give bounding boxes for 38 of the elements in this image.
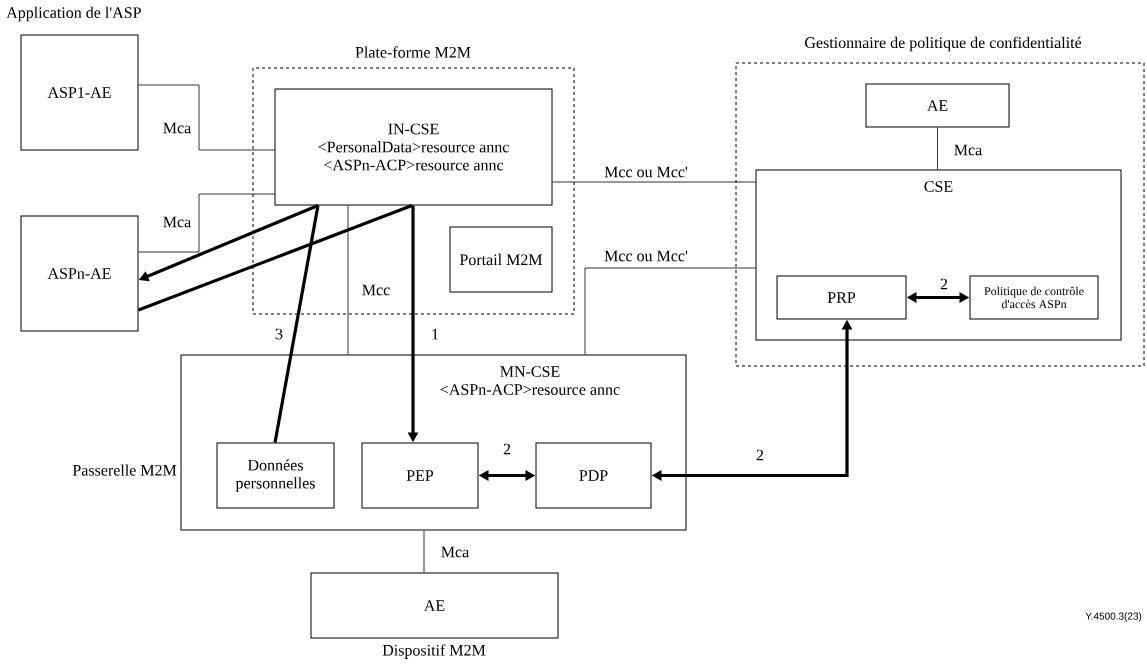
edge-label: 1: [432, 328, 439, 340]
edge-label: Mca: [954, 144, 982, 156]
component-box: Données personnelles: [216, 442, 335, 509]
edge-label: Mca: [163, 216, 191, 228]
component-box: IN-CSE <PersonalData>resource annc <ASPn-ACP>resource annc: [274, 88, 553, 206]
edge-label: 2: [756, 449, 764, 461]
group-heading: Gestionnaire de politique de confidentialité: [805, 36, 1082, 52]
caption-text: Passerelle M2M: [72, 464, 177, 476]
connector-line: [937, 127, 938, 170]
caption-text: Dispositif M2M: [382, 644, 486, 659]
edge-label: Mca: [163, 122, 191, 134]
edge-label: 2: [503, 443, 511, 455]
component-box: PEP: [361, 442, 479, 509]
connector-line: [423, 530, 425, 573]
edge-label: Mcc ou Mcc': [604, 250, 688, 262]
edge-label: 2: [940, 278, 948, 290]
edge-label: 3: [275, 328, 283, 340]
figure-code: Y.4500.3(23): [1085, 612, 1142, 622]
connector-line: [552, 181, 756, 183]
component-box: AE: [865, 83, 1010, 128]
connector-line: [584, 267, 756, 355]
component-box: AE: [310, 572, 559, 639]
component-box: ASP1-AE: [20, 34, 139, 151]
component-box: ASPn-AE: [20, 215, 139, 332]
connector-line: [137, 204, 413, 312]
edge-label: Mcc ou Mcc': [604, 166, 688, 178]
caption-text: Application de l'ASP: [6, 6, 141, 22]
component-box: Portail M2M: [449, 226, 553, 293]
group-heading: Plate-forme M2M: [355, 46, 471, 58]
edge-label: Mcc: [362, 284, 390, 296]
connector-line: [138, 84, 275, 151]
edge-label: Mca: [441, 546, 469, 558]
component-box: PRP: [776, 275, 907, 320]
connector-line: [138, 193, 275, 253]
component-box: Politique de contrôle d'accès ASPn: [969, 275, 1099, 320]
connector-line: [273, 205, 320, 443]
component-box: PDP: [535, 442, 652, 509]
connector-line: [347, 205, 349, 355]
